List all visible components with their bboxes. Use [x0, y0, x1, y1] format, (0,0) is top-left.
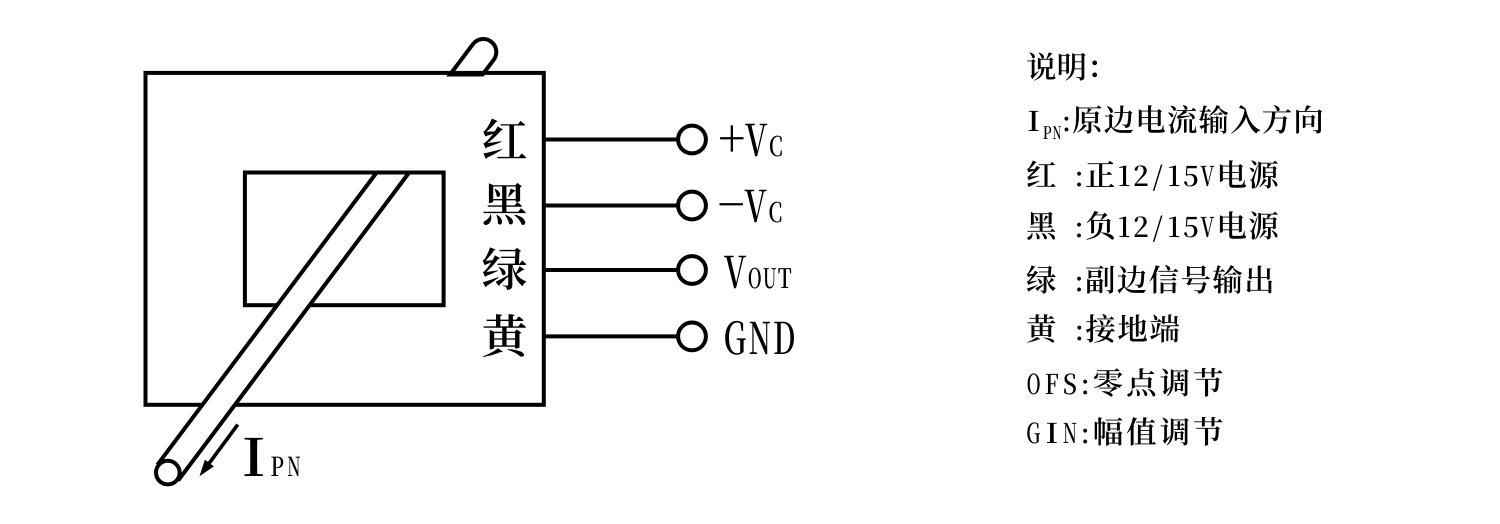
terminal-subscript: C	[767, 186, 783, 231]
legend-desc: 零点调节	[1092, 358, 1227, 403]
primary-conductor-fill	[154, 174, 408, 486]
legend-item: 黄 :接地端	[1026, 307, 1181, 347]
terminal-label-gnd: GND	[723, 309, 796, 366]
legend-separator: :	[1057, 151, 1085, 196]
legend-item: OFS:零点调节	[1026, 361, 1227, 401]
terminal-circle-2	[676, 189, 708, 222]
legend-desc: 幅值调节	[1092, 408, 1227, 452]
legend-item: GIN:幅值调节	[1026, 410, 1227, 450]
legend-separator: :	[1058, 304, 1086, 349]
legend-term: 红	[1026, 151, 1058, 196]
terminal-label-vc-minus: −VC	[719, 176, 783, 234]
legend-title-text: 说明：	[1026, 43, 1118, 87]
current-symbol: I	[239, 410, 271, 494]
legend-separator: :	[1057, 255, 1085, 300]
legend-separator: :	[1080, 358, 1093, 403]
legend-desc: 接地端	[1085, 304, 1182, 349]
legend-term-subscript: PN	[1042, 117, 1062, 146]
legend-item: 红 :正12/15V电源	[1026, 153, 1280, 193]
legend-item: 绿 :副边信号输出	[1026, 258, 1276, 298]
wire-label-red: 红	[481, 104, 528, 171]
sensor-body-outline	[143, 70, 546, 407]
legend-desc: 副边信号输出	[1084, 255, 1277, 300]
legend-term: 黑	[1026, 201, 1058, 246]
wire-label-yellow: 黄	[481, 300, 528, 367]
legend-separator: :	[1057, 201, 1085, 246]
legend-separator: :	[1080, 408, 1093, 452]
terminal-label-vc-plus: +VC	[720, 110, 784, 168]
terminal-main: GND	[723, 298, 797, 369]
legend-title: 说明：	[1026, 45, 1118, 85]
primary-conductor-stub	[446, 37, 499, 77]
legend-separator: :	[1061, 96, 1073, 141]
primary-current-label: IPN	[239, 423, 303, 494]
wire-label-black: 黑	[481, 168, 528, 235]
terminal-subscript: C	[768, 120, 784, 165]
wire-label-green: 绿	[481, 234, 528, 301]
terminal-circle-4	[676, 320, 708, 353]
terminal-main: +V	[719, 99, 769, 170]
primary-conductor-left-edge	[155, 172, 378, 467]
terminal-main: V	[722, 232, 748, 302]
conductor-end-face	[154, 458, 182, 487]
legend-term: GIN	[1026, 408, 1081, 452]
current-arrow-head	[199, 459, 214, 477]
current-arrow-shaft	[205, 423, 240, 468]
terminal-circle-3	[676, 254, 708, 286]
legend-desc: 正12/15V电源	[1084, 151, 1281, 196]
legend-term: 黄	[1026, 304, 1058, 349]
current-subscript: PN	[270, 443, 304, 486]
terminal-circle-1	[676, 123, 708, 156]
terminal-label-vout: VOUT	[723, 243, 792, 300]
primary-conductor-right-edge	[176, 172, 410, 482]
legend-term: OFS	[1026, 358, 1081, 403]
terminal-main: −V	[719, 165, 768, 236]
aperture-window-outline	[242, 170, 446, 308]
legend-desc: 负12/15V电源	[1084, 201, 1281, 246]
legend-item: 黑 :负12/15V电源	[1026, 204, 1280, 244]
legend-term: 绿	[1026, 255, 1058, 300]
legend-item: IPN:原边电流输入方向	[1026, 98, 1325, 151]
terminal-subscript: OUT	[747, 253, 793, 297]
legend-term: I	[1026, 96, 1043, 141]
legend-desc: 原边电流输入方向	[1072, 96, 1325, 141]
